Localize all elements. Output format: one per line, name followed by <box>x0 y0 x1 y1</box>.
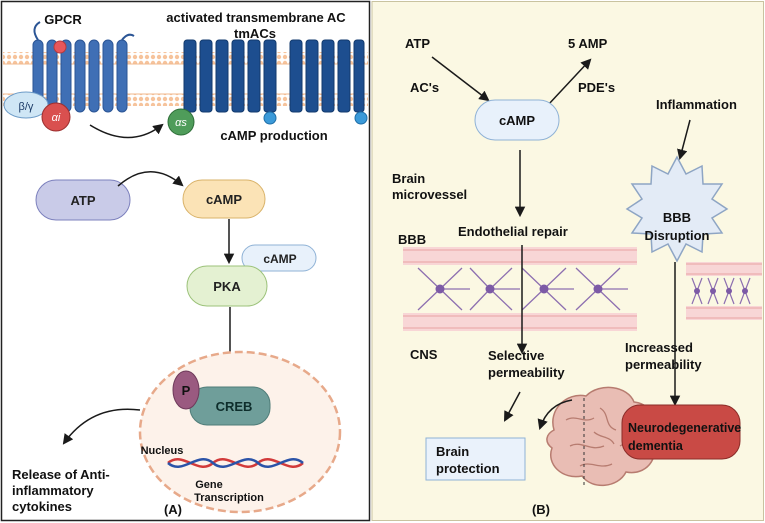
arrow-nucleus-to-release <box>62 408 141 445</box>
arrow-atp-to-camp <box>117 171 184 187</box>
neurodegenerative-box <box>621 404 741 460</box>
ac-cytoplasmic-domain-icon-2 <box>354 111 368 125</box>
bbb-disruption-burst <box>625 155 729 263</box>
camp-node-b <box>474 99 560 141</box>
nucleus <box>138 350 342 514</box>
panel-a-label: (A) <box>164 502 182 517</box>
arrow-inflammation-to-disruption <box>677 119 691 161</box>
release-label-3: cytokines <box>12 499 72 514</box>
camp-node <box>182 179 266 219</box>
tmac-title: activated transmembrane AC <box>166 10 346 25</box>
inflammation-label: Inflammation <box>656 97 737 112</box>
bbb-disruption-label-2: Disruption <box>645 228 710 243</box>
nucleus-label: Nucleus <box>141 445 184 457</box>
arrow-brain-to-protection <box>537 399 573 430</box>
increased-label-1: Increassed <box>625 340 693 355</box>
cns-label: CNS <box>410 347 438 362</box>
brain-protection-label-2: protection <box>436 461 500 476</box>
alpha-s-subunit <box>167 108 195 136</box>
neurodegenerative-label-1: Neurodegenerative <box>628 421 741 435</box>
tmac-receptor <box>183 39 365 118</box>
camp-label: cAMP <box>206 192 242 207</box>
brain-protection-box <box>425 437 526 481</box>
transcription-label: Transcription <box>194 492 264 504</box>
phosphate-label: P <box>182 383 191 398</box>
brain-protection-label-1: Brain <box>436 444 469 459</box>
creb-label: CREB <box>216 399 253 414</box>
tmac-subtitle: tmACs <box>234 26 276 41</box>
atp-label-b: ATP <box>405 36 430 51</box>
gene-label: Gene <box>195 479 223 491</box>
brain-microvessel-label-2: microvessel <box>392 187 467 202</box>
atp-label: ATP <box>70 193 95 208</box>
atp-node <box>35 179 131 221</box>
bbb-label: BBB <box>398 232 426 247</box>
arrow-gi-to-gs <box>89 123 164 139</box>
phosphate-node <box>172 370 200 410</box>
pdes-label: PDE's <box>578 80 615 95</box>
camp-production-label: cAMP production <box>220 128 327 143</box>
brain-microvessel-label-1: Brain <box>392 171 425 186</box>
disrupted-barrier <box>686 262 762 320</box>
five-amp-label: 5 AMP <box>568 36 608 51</box>
release-label-1: Release of Anti- <box>12 467 110 482</box>
panel-b-label: (B) <box>532 502 550 517</box>
beta-gamma-label: β/γ <box>19 101 34 113</box>
acs-label: AC's <box>410 80 439 95</box>
selective-label-2: permeability <box>488 365 565 380</box>
increased-label-2: permeability <box>625 357 702 372</box>
endothelial-repair-label: Endothelial repair <box>458 224 568 239</box>
pka-node <box>186 265 268 307</box>
blood-brain-barrier <box>403 247 637 331</box>
ac-cytoplasmic-domain-icon <box>263 111 277 125</box>
neurodegenerative-label-2: dementia <box>628 439 684 453</box>
alpha-i-label: αi <box>52 112 61 124</box>
alpha-s-label: αs <box>175 117 187 129</box>
release-label-2: inflammatory <box>12 483 94 498</box>
camp-small-node <box>241 244 317 272</box>
arrow-atp-to-camp-b <box>431 56 490 102</box>
camp-small-label: cAMP <box>263 252 296 266</box>
dna-helix-icon <box>167 458 304 468</box>
bbb-disruption-label-1: BBB <box>663 210 691 225</box>
ligand-icon <box>53 40 67 54</box>
arrow-selective-to-protection <box>504 391 521 422</box>
pka-label: PKA <box>213 279 241 294</box>
selective-label-1: Selective <box>488 348 544 363</box>
camp-label-b: cAMP <box>499 113 535 128</box>
arrow-camp-to-5amp <box>547 58 592 106</box>
gpcr-label: GPCR <box>44 12 82 27</box>
alpha-i-subunit <box>41 102 71 132</box>
